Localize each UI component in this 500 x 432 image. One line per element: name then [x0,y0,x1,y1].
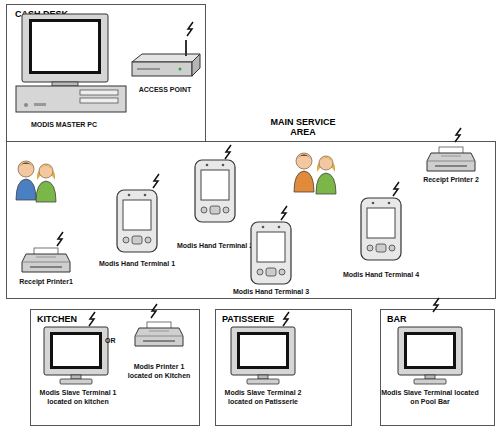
person-icon [294,153,314,192]
printer-icon [22,248,70,272]
wireless-symbol [187,22,193,36]
device-box: Modis Hand Terminal 1 [92,176,182,268]
device-box: Modis Hand Terminal 4 [336,183,426,279]
device-box: Receipt Printer 2 [412,144,490,184]
device-label: Modis Hand Terminal 1 [92,259,182,268]
device-box: Modis Hand Terminal 3 [226,210,316,296]
device-label: Modis Hand Terminal 2 [170,241,260,250]
device-box: Modis Slave Terminal 2 located on Patiss… [214,318,312,406]
master-pc-illustration [16,14,126,112]
hand-terminal-icon [117,190,157,252]
terminal-monitor-icon [231,327,295,384]
area-heading: MAIN SERVICE AREA [260,117,346,137]
device-box: Modis Slave Terminal located on Pool Bar [380,318,480,406]
area-heading: KITCHEN [37,314,77,324]
printer-icon [135,322,183,346]
wireless-symbol [225,145,231,159]
terminal-monitor-icon [44,327,108,384]
device-label: Modis Slave Terminal 1 located on kitche… [32,388,124,406]
device-label: Modis Slave Terminal located on Pool Bar [380,388,480,406]
area-heading: PATISSERIE [222,314,274,324]
device-label: Modis Printer 1 located on Kitchen [122,362,196,380]
person-icon [16,161,36,200]
device-box: Modis Slave Terminal 1 located on kitche… [32,318,124,406]
wireless-symbol [283,312,289,326]
device-box: ACCESS POINT [126,28,204,94]
device-box: Receipt Printer1 [10,236,82,286]
device-label: Modis Hand Terminal 4 [336,270,426,279]
wireless-symbol [433,298,439,312]
wireless-symbol [281,206,287,220]
device-box: Modis Printer 1 located on Kitchen [122,316,196,380]
wireless-symbol [57,232,63,246]
area-box: KITCHEN Modis Slave Terminal 1 located on… [30,309,200,426]
wireless-symbol [393,182,399,196]
device-label: MODIS MASTER PC [14,120,114,129]
hand-terminal-icon [251,222,291,284]
wireless-symbol [151,304,157,318]
wireless-symbol [455,128,461,142]
printer-icon [427,147,475,171]
wireless-symbol [153,174,159,188]
person-icon [316,156,336,194]
device-label: ACCESS POINT [126,85,204,94]
person-icon [36,164,56,202]
area-heading: CASH DESK [15,9,68,19]
area-box: CASH DESK MODIS MASTER PC ACCESS POINT [6,4,206,142]
hand-terminal-icon [195,160,235,222]
area-box: PATISSERIE Modis Slave Terminal 2 located… [215,309,352,426]
wireless-symbol [89,312,95,326]
device-label: Modis Slave Terminal 2 located on Patiss… [214,388,312,406]
terminal-monitor-icon [398,327,462,384]
device-box: Modis Hand Terminal 2 [170,146,260,250]
access-point-illustration [132,22,200,76]
area-box: BAR Modis Slave Terminal located on Pool … [380,309,495,426]
device-label: Modis Hand Terminal 3 [226,287,316,296]
hand-terminal-icon [361,198,401,260]
device-label: Receipt Printer 2 [412,175,490,184]
device-label: Receipt Printer1 [10,277,82,286]
area-heading: BAR [387,314,407,324]
note-label: OR [105,337,116,344]
area-box: MAIN SERVICE AREAReceipt Printer1Modis H… [6,141,496,299]
device-box: MODIS MASTER PC [14,12,114,129]
